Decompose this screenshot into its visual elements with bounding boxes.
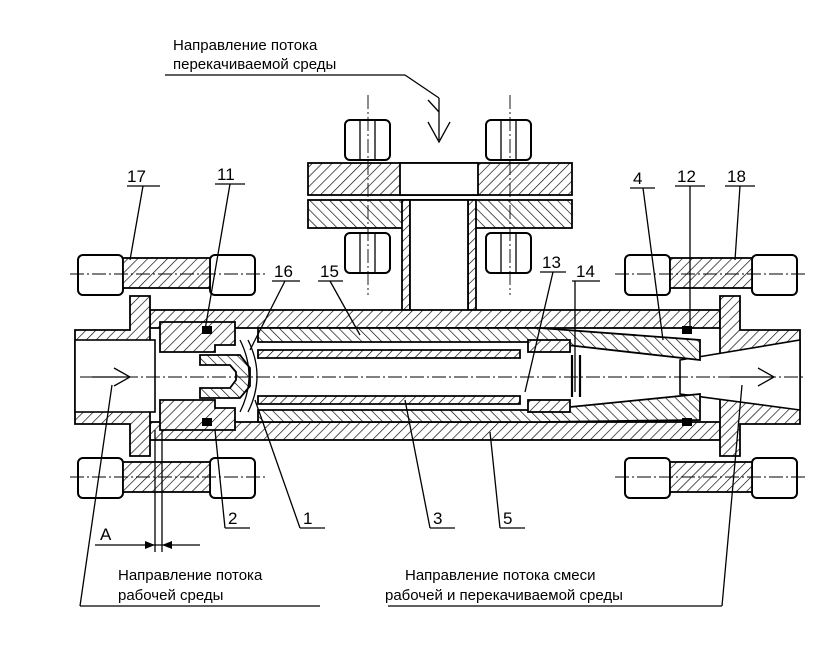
inlet-flow-arrow-icon <box>92 367 132 387</box>
mix-flow-label-1: Направление потока смеси <box>405 567 596 584</box>
nozzle <box>199 354 251 399</box>
ejector-body <box>74 295 805 457</box>
callout-18: 18 <box>727 167 746 186</box>
left-top-bolt <box>70 254 265 296</box>
nozzle-holder-bottom <box>159 399 236 431</box>
callout-16: 16 <box>274 262 293 281</box>
dimension-a-label: A <box>100 525 112 544</box>
callout-1: 1 <box>303 509 312 528</box>
right-top-bolt <box>615 254 805 296</box>
work-flow-label-1: Направление потока <box>118 567 263 584</box>
top-left-bolt <box>344 95 391 295</box>
callout-2: 2 <box>228 509 237 528</box>
callout-leaders <box>79 74 755 607</box>
right-bottom-bolt <box>615 457 805 499</box>
callout-14: 14 <box>576 262 595 281</box>
suction-branch <box>307 95 573 337</box>
work-flow-label-2: рабочей среды <box>118 587 223 604</box>
suction-flow-arrow-icon <box>427 98 451 144</box>
callout-3: 3 <box>433 509 442 528</box>
top-flow-label-1: Направление потока <box>173 37 318 54</box>
top-right-bolt <box>485 95 532 295</box>
callout-13: 13 <box>542 253 561 272</box>
callout-11: 11 <box>217 165 235 184</box>
callout-12: 12 <box>677 167 696 186</box>
callout-5: 5 <box>503 509 512 528</box>
outlet-flow-arrow-icon <box>730 367 776 387</box>
mix-flow-label-2: рабочей и перекачиваемой среды <box>385 587 623 604</box>
left-bottom-bolt <box>70 457 265 499</box>
nozzle-holder-top <box>159 321 236 353</box>
callout-17: 17 <box>127 167 146 186</box>
callout-4: 4 <box>633 169 642 188</box>
callout-15: 15 <box>320 262 339 281</box>
top-flow-label-2: перекачиваемой среды <box>173 56 336 73</box>
